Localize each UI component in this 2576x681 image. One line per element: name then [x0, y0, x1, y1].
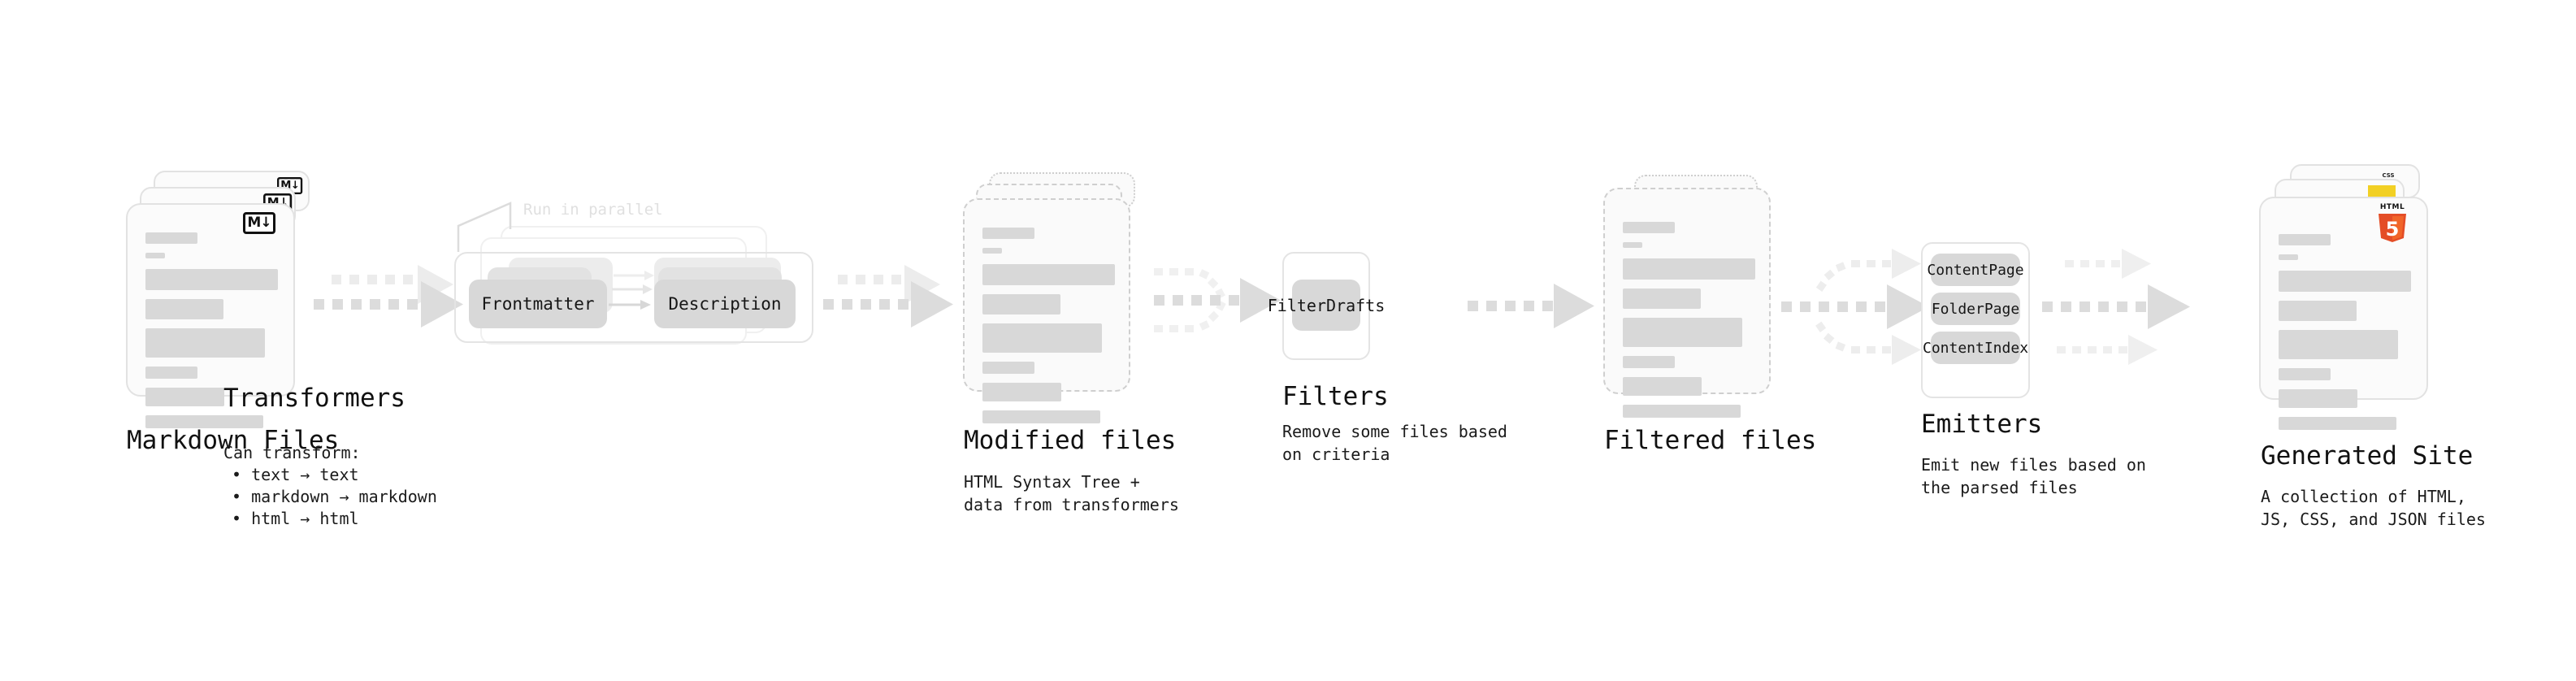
emitters-pill-contentindex-label: ContentIndex	[1922, 339, 2029, 357]
markdown-badge-front: M↓	[243, 212, 275, 234]
html5-icon: HTML 5	[2376, 203, 2409, 242]
arrow-filters-to-filtered	[1468, 284, 1594, 328]
content-line	[1623, 258, 1755, 280]
content-line	[145, 232, 197, 244]
arrow-transformers-to-modified	[823, 265, 953, 327]
transformers-description-item-1: • markdown → markdown	[232, 487, 437, 506]
content-line	[2279, 301, 2357, 321]
content-line	[2279, 254, 2298, 260]
emitters-pill-folderpage[interactable]: FolderPage	[1931, 293, 2020, 325]
content-line	[1623, 377, 1702, 396]
arrow-filtered-to-emitters	[1781, 249, 1929, 365]
content-line	[145, 269, 278, 290]
modified-file-content-lines	[982, 228, 1115, 432]
content-line	[1623, 318, 1742, 347]
modified-file-front	[963, 198, 1130, 423]
content-line	[982, 323, 1102, 353]
content-line	[2279, 368, 2331, 380]
emitters-description-line-1: Emit new files based on	[1921, 455, 2146, 475]
css3-icon-label: CSS	[2382, 172, 2395, 179]
filtered-file-front	[1603, 188, 1771, 418]
transformers-pill-frontmatter-label: Frontmatter	[481, 294, 595, 314]
content-line	[2279, 389, 2357, 408]
emitters-pill-contentpage[interactable]: ContentPage	[1927, 254, 2024, 286]
emitters-pill-folderpage-label: FolderPage	[1931, 300, 2020, 318]
stage-title-filtered-files: Filtered files	[1604, 426, 1817, 455]
markdown-file-front: M↓	[126, 203, 295, 428]
markdown-badge-letter-3: M	[247, 215, 261, 231]
content-line	[982, 383, 1061, 401]
transformers-description-head: Can transform:	[223, 443, 361, 462]
emitters-pill-contentpage-label: ContentPage	[1927, 261, 2024, 279]
filtered-file-content-lines	[1623, 222, 1755, 427]
transformers-description-item-0: • text → text	[232, 465, 359, 484]
markdown-badge-arrow-3: ↓	[260, 215, 271, 231]
transformers-pill-frontmatter[interactable]: Frontmatter	[469, 280, 607, 328]
content-line	[982, 294, 1060, 314]
transformers-pill-description[interactable]: Description	[654, 280, 796, 328]
content-line	[982, 410, 1100, 423]
content-line	[145, 253, 165, 258]
html5-icon-label: HTML	[2379, 203, 2405, 211]
content-line	[982, 362, 1034, 374]
filters-description-line-2: on criteria	[1282, 445, 1390, 464]
emitters-description-line-2: the parsed files	[1921, 478, 2078, 497]
markdown-file-content-lines	[145, 232, 279, 437]
generated-description-line-2: JS, CSS, and JSON files	[2261, 510, 2486, 529]
content-line	[982, 264, 1115, 285]
content-line	[1623, 222, 1675, 233]
content-line	[1623, 288, 1701, 309]
transformers-pill-description-label: Description	[668, 294, 782, 314]
generated-file-front: HTML 5	[2259, 197, 2428, 430]
stage-title-markdown-files: Markdown Files	[127, 426, 340, 455]
filters-pill-filterdrafts-label: FilterDrafts	[1267, 295, 1386, 315]
filters-description-line-1: Remove some files based	[1282, 422, 1507, 441]
stage-title-modified-files: Modified files	[964, 426, 1177, 455]
stage-title-emitters: Emitters	[1921, 410, 2043, 439]
transformers-inner-arrows	[609, 271, 654, 310]
content-line	[982, 248, 1002, 254]
generated-description-line-1: A collection of HTML,	[2261, 487, 2466, 506]
content-line	[982, 228, 1034, 239]
arrow-emitters-to-generated	[2042, 249, 2190, 365]
content-line	[145, 388, 224, 406]
stage-title-filters: Filters	[1282, 382, 1389, 411]
run-in-parallel-bracket	[457, 202, 512, 252]
filters-pill-filterdrafts[interactable]: FilterDrafts	[1268, 280, 1385, 331]
content-line	[145, 299, 223, 319]
markdown-badge-arrow: ↓	[290, 179, 300, 192]
content-line	[2279, 271, 2411, 292]
emitters-pill-contentindex[interactable]: ContentIndex	[1923, 332, 2028, 364]
content-line	[1623, 405, 1741, 418]
transformers-panel	[454, 252, 813, 343]
content-line	[2279, 330, 2398, 359]
content-line	[2279, 417, 2396, 430]
run-in-parallel-label: Run in parallel	[523, 201, 663, 219]
content-line	[145, 367, 197, 379]
content-line	[1623, 356, 1675, 368]
content-line	[145, 415, 263, 428]
generated-file-content-lines	[2279, 234, 2412, 439]
stage-title-generated-site: Generated Site	[2261, 441, 2474, 471]
transformers-description-item-2: • html → html	[232, 509, 359, 528]
content-line	[1623, 242, 1642, 248]
html5-icon-number: 5	[2386, 218, 2400, 241]
arrow-modified-to-filters	[1154, 268, 1281, 332]
js-icon	[2368, 185, 2396, 200]
stage-title-transformers: Transformers	[223, 384, 405, 413]
modified-description-line-2: data from transformers	[964, 495, 1179, 514]
arrow-markdown-to-transformers	[314, 265, 463, 327]
content-line	[2279, 234, 2331, 245]
modified-description-line-1: HTML Syntax Tree +	[964, 472, 1140, 492]
content-line	[145, 328, 265, 358]
